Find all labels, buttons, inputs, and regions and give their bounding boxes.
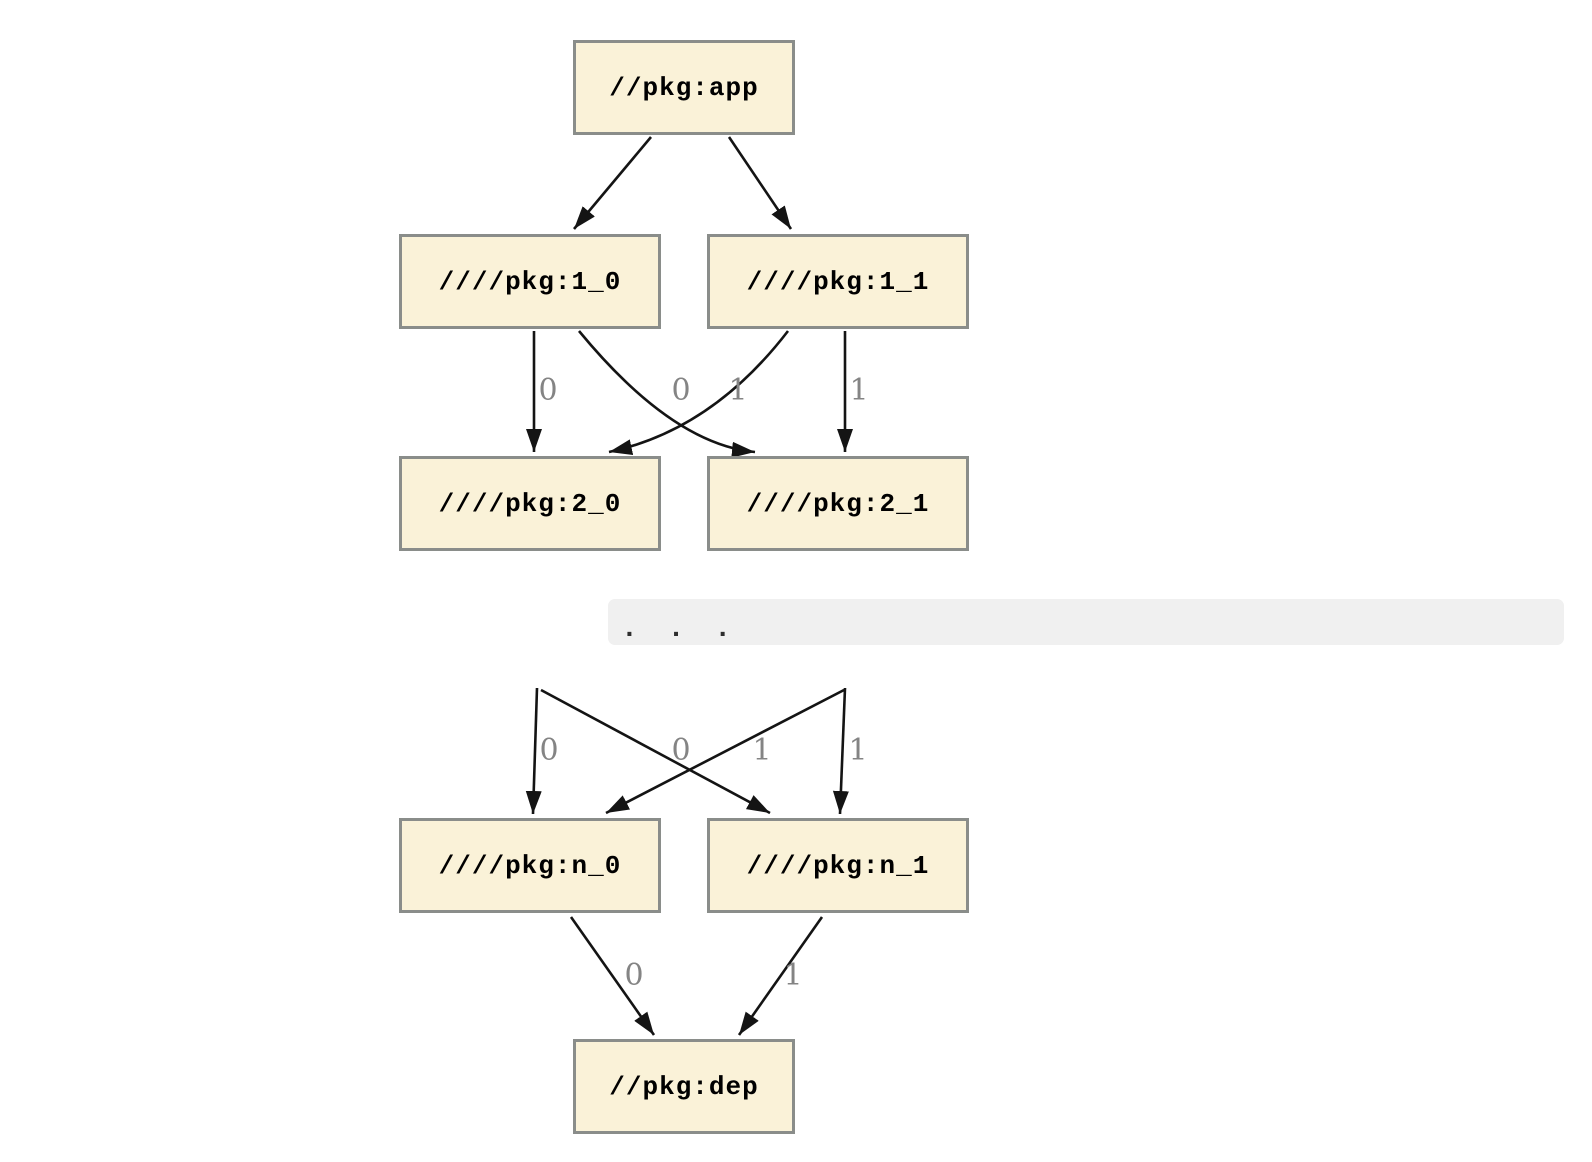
edge-label: 1 <box>728 373 748 408</box>
node-pkg-n-0-label: ////pkg:n_0 <box>438 850 622 881</box>
edge-label: 0 <box>624 958 644 993</box>
node-pkg-n-0: ////pkg:n_0 <box>399 818 661 913</box>
node-pkg-2-0-label: ////pkg:2_0 <box>438 488 622 519</box>
edge-app-to-1_0 <box>573 136 652 230</box>
edge-prev-to-n_0-cross <box>605 688 845 815</box>
node-pkg-dep: //pkg:dep <box>573 1039 795 1134</box>
edge-label: 0 <box>539 733 559 768</box>
node-pkg-dep-label: //pkg:dep <box>609 1071 759 1102</box>
edge-n_1-to-dep <box>737 916 824 1036</box>
node-pkg-n-1: ////pkg:n_1 <box>707 818 969 913</box>
edge-prev-to-n_1-cross <box>540 688 771 815</box>
node-pkg-n-1-label: ////pkg:n_1 <box>746 850 930 881</box>
ellipsis-bar: . . . <box>608 599 1564 645</box>
ellipsis-dots: . . . <box>621 614 733 645</box>
edge-label: 0 <box>671 733 691 768</box>
edge-prev-to-n_1-straight <box>832 687 849 815</box>
node-pkg-1-1-label: ////pkg:1_1 <box>746 266 930 297</box>
edge-label: 1 <box>752 733 772 768</box>
node-pkg-app: //pkg:app <box>573 40 795 135</box>
node-pkg-2-1-label: ////pkg:2_1 <box>746 488 930 519</box>
edge-prev-to-n_0-straight <box>525 687 542 815</box>
node-pkg-2-0: ////pkg:2_0 <box>399 456 661 551</box>
edge-label: 1 <box>783 958 803 993</box>
node-pkg-1-0-label: ////pkg:1_0 <box>438 266 622 297</box>
edge-label: 0 <box>538 373 558 408</box>
edge-label: 0 <box>671 373 691 408</box>
edge-app-to-1_1 <box>727 136 793 230</box>
edge-1_1-to-2_0 <box>608 330 790 456</box>
node-pkg-1-1: ////pkg:1_1 <box>707 234 969 329</box>
edge-label: 1 <box>849 373 869 408</box>
edge-label: 1 <box>848 733 868 768</box>
node-pkg-2-1: ////pkg:2_1 <box>707 456 969 551</box>
node-pkg-app-label: //pkg:app <box>609 72 759 103</box>
node-pkg-1-0: ////pkg:1_0 <box>399 234 661 329</box>
